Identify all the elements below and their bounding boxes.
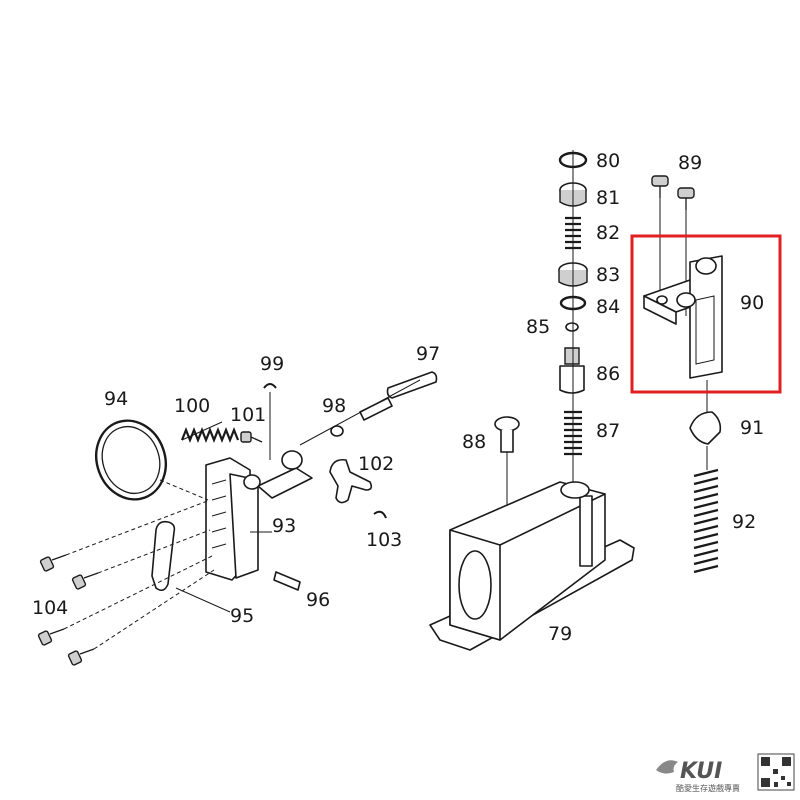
part-93-valve-block bbox=[205, 450, 313, 581]
label-part-96: 96 bbox=[306, 589, 330, 611]
label-part-101: 101 bbox=[230, 404, 266, 426]
part-91-follower bbox=[689, 411, 722, 445]
part-101-screw bbox=[240, 431, 263, 443]
watermark: KUI 酷愛生存遊戲專賣 bbox=[656, 753, 795, 793]
part-99-clip bbox=[263, 383, 277, 389]
kui-logo-icon bbox=[656, 760, 678, 774]
part-89-screws bbox=[651, 175, 695, 316]
qr-code-icon bbox=[757, 753, 795, 791]
part-86-nozzle bbox=[559, 347, 585, 394]
label-part-99: 99 bbox=[260, 353, 284, 375]
label-part-92: 92 bbox=[732, 511, 756, 533]
label-part-100: 100 bbox=[174, 395, 210, 417]
label-part-81: 81 bbox=[596, 187, 620, 209]
label-part-97: 97 bbox=[416, 343, 440, 365]
label-part-103: 103 bbox=[366, 529, 402, 551]
part-95-latch bbox=[151, 520, 176, 592]
part-100-spring bbox=[180, 421, 240, 443]
label-part-86: 86 bbox=[596, 363, 620, 385]
part-103-clip bbox=[373, 510, 387, 519]
watermark-tagline: 酷愛生存遊戲專賣 bbox=[676, 783, 740, 793]
label-part-104: 104 bbox=[32, 597, 68, 619]
part-88-screw bbox=[494, 416, 520, 453]
part-85-washer bbox=[565, 322, 579, 332]
label-part-88: 88 bbox=[462, 431, 486, 453]
label-part-95: 95 bbox=[230, 605, 254, 627]
assembly-lines-left bbox=[63, 479, 272, 650]
label-part-90: 90 bbox=[740, 292, 764, 314]
part-79-magazine-body bbox=[429, 481, 635, 651]
part-98-washer bbox=[330, 425, 344, 437]
part-104-screws bbox=[37, 554, 99, 666]
part-90-plate bbox=[643, 255, 723, 379]
label-part-89: 89 bbox=[678, 152, 702, 174]
label-part-85: 85 bbox=[526, 316, 550, 338]
label-part-102: 102 bbox=[358, 453, 394, 475]
label-part-82: 82 bbox=[596, 222, 620, 244]
part-92-spring bbox=[693, 468, 719, 574]
part-102-lever bbox=[329, 458, 373, 504]
label-part-93: 93 bbox=[272, 515, 296, 537]
label-part-87: 87 bbox=[596, 420, 620, 442]
label-part-83: 83 bbox=[596, 264, 620, 286]
label-part-94: 94 bbox=[104, 388, 128, 410]
part-94-o-ring bbox=[95, 419, 167, 501]
part-97-rod bbox=[359, 371, 438, 421]
label-part-91: 91 bbox=[740, 417, 764, 439]
watermark-brand: KUI bbox=[680, 759, 722, 784]
label-part-80: 80 bbox=[596, 150, 620, 172]
part-96-pin bbox=[273, 571, 301, 591]
part-labels: 79 80 81 82 83 84 85 86 87 88 89 90 91 9… bbox=[32, 150, 764, 645]
label-part-84: 84 bbox=[596, 296, 620, 318]
label-part-98: 98 bbox=[322, 395, 346, 417]
label-part-79: 79 bbox=[548, 623, 572, 645]
highlight-box-part-90 bbox=[630, 234, 782, 394]
